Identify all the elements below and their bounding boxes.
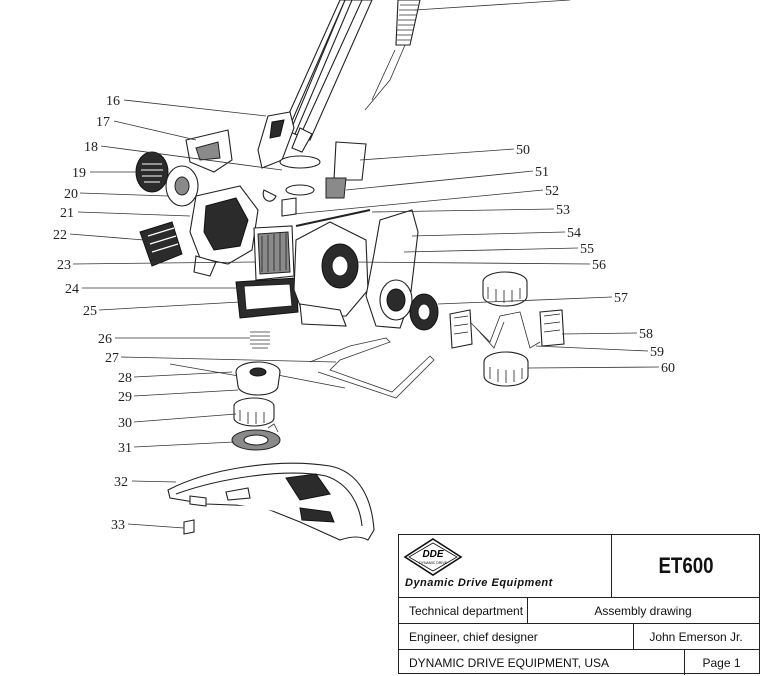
dde-logo-icon: DDE DYNAMIC DRIVE — [403, 538, 463, 576]
callout-52: 52 — [545, 184, 559, 199]
callout-21: 21 — [60, 206, 74, 221]
callout-51: 51 — [535, 165, 549, 180]
callout-24: 24 — [65, 282, 79, 297]
title-row-footer: DYNAMIC DRIVE EQUIPMENT, USA Page 1 — [399, 649, 759, 675]
guard-wire-27 — [309, 337, 435, 399]
title-row-engineer: Engineer, chief designer John Emerson Jr… — [399, 623, 759, 649]
pin-53 — [295, 209, 371, 227]
small-spring-parts — [262, 155, 321, 217]
model-number: ET600 — [658, 553, 714, 578]
cap-57 — [409, 293, 439, 331]
company-wordmark: Dynamic Drive Equipment — [405, 577, 553, 589]
spool-ring-top — [482, 271, 528, 307]
callout-28: 28 — [118, 371, 132, 386]
callout-53: 53 — [556, 203, 570, 218]
callout-31: 31 — [118, 441, 132, 456]
divider — [611, 535, 612, 597]
grip-pad-22 — [139, 221, 183, 267]
callout-16: 16 — [106, 94, 120, 109]
left-housing — [189, 185, 259, 277]
callout-23: 23 — [57, 258, 71, 273]
callout-19: 19 — [72, 166, 86, 181]
rear-housing-56 — [365, 209, 419, 329]
spring-26 — [250, 331, 270, 349]
leader-lines — [69, 99, 660, 529]
callout-55: 55 — [580, 242, 594, 257]
divider — [527, 598, 528, 623]
power-cord-spring — [364, 0, 571, 111]
divider — [684, 650, 685, 675]
fan-housing-25 — [235, 277, 299, 319]
logo-text: DDE — [422, 549, 443, 560]
callout-58: 58 — [639, 327, 653, 342]
wire-bracket-59 — [469, 311, 541, 349]
spool-hub-29 — [235, 361, 281, 396]
motor-stator — [253, 225, 295, 281]
right-housing-55 — [293, 221, 369, 327]
callout-56: 56 — [592, 258, 606, 273]
title-block: DDE DYNAMIC DRIVE Dynamic Drive Equipmen… — [398, 534, 760, 675]
bearing-cover-20 — [165, 165, 199, 207]
logo-small-text: DYNAMIC DRIVE — [419, 561, 447, 565]
callout-60: 60 — [661, 361, 675, 376]
callout-18: 18 — [84, 140, 98, 155]
guard-32 — [167, 462, 375, 541]
callout-20: 20 — [64, 187, 78, 202]
department-label: Technical department — [409, 603, 524, 618]
spool-30 — [233, 397, 275, 427]
callout-30: 30 — [118, 416, 132, 431]
handle-shaft — [282, 0, 373, 153]
label-33 — [183, 519, 195, 535]
company-logo: DDE DYNAMIC DRIVE Dynamic Drive Equipmen… — [399, 535, 611, 597]
spool-halves-58 — [449, 309, 565, 349]
switch-trigger — [185, 129, 233, 173]
callout-57: 57 — [614, 291, 628, 306]
callout-50: 50 — [516, 143, 530, 158]
side-cap-19 — [135, 151, 169, 193]
role-label: Engineer, chief designer — [409, 629, 538, 644]
spool-ring-bottom — [483, 351, 529, 387]
callout-25: 25 — [83, 304, 97, 319]
callout-32: 32 — [114, 475, 128, 490]
callout-54: 54 — [567, 226, 581, 241]
switch-module-50 — [325, 141, 367, 199]
cover-31 — [231, 423, 281, 451]
callout-26: 26 — [98, 332, 112, 347]
callout-33: 33 — [111, 518, 125, 533]
callout-29: 29 — [118, 390, 132, 405]
title-row-department: Technical department Assembly drawing — [399, 597, 759, 623]
drawing-type: Assembly drawing — [594, 603, 692, 618]
callout-17: 17 — [96, 115, 110, 130]
callout-22: 22 — [53, 228, 67, 243]
divider — [633, 624, 634, 649]
callout-59: 59 — [650, 345, 664, 360]
callout-labels: 16 17 18 19 20 21 22 23 24 25 26 27 28 2… — [53, 94, 675, 533]
callout-27: 27 — [105, 351, 119, 366]
company-footer: DYNAMIC DRIVE EQUIPMENT, USA — [409, 655, 610, 670]
engineer-name: John Emerson Jr. — [649, 629, 743, 644]
page-label: Page 1 — [702, 655, 741, 670]
